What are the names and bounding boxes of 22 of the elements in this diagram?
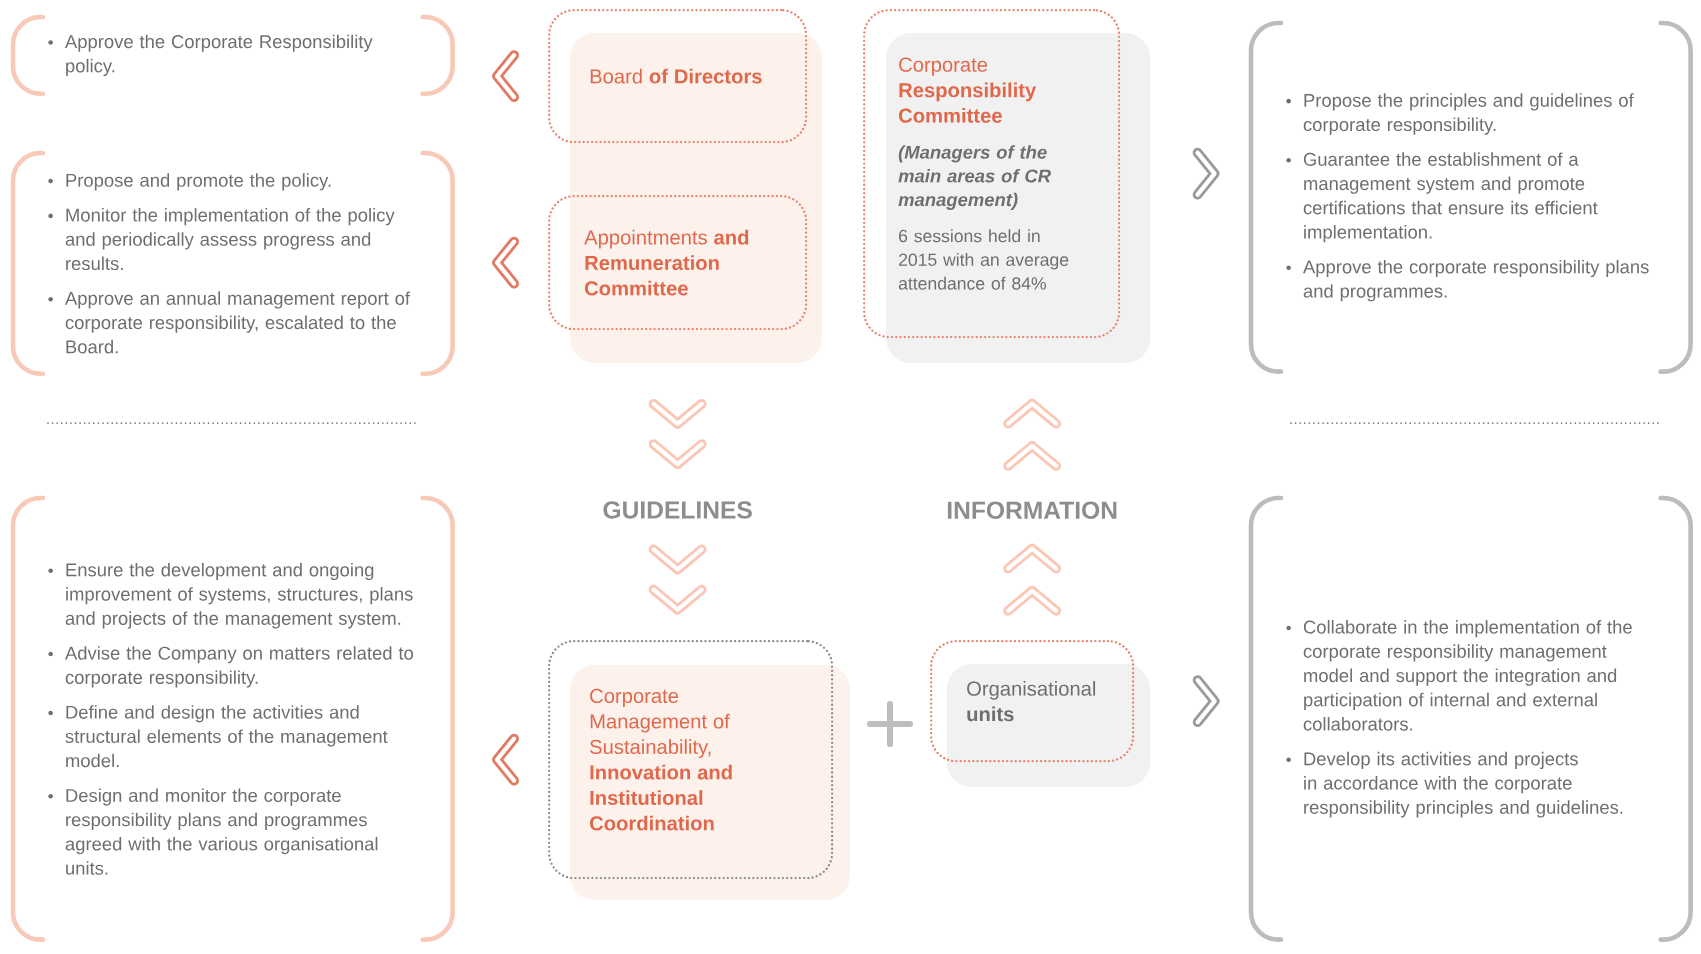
bullet-text: Approve an annual management report of corporate responsibility, escalated to the Board. bbox=[65, 291, 411, 354]
bullet-text: Propose the principles and guidelines of corporate responsibility. bbox=[1303, 93, 1634, 135]
committee-box: Corporate Management of Sustainability, Innovation and Institutional Coordination bbox=[548, 640, 834, 880]
edge-label: INFORMATION bbox=[941, 496, 1124, 525]
chevron-arrow bbox=[648, 398, 707, 615]
committee-box: Appointments and Remuneration Committee bbox=[548, 195, 808, 331]
bullet-text: Develop its activities and projects in accordance with the corporate responsibility principles and guidelines. bbox=[1304, 751, 1623, 818]
bullet-text: Monitor the implementation of the policy and periodically assess progress and results. bbox=[65, 208, 395, 271]
bullet-text: Guarantee the establishment of a management system and promote certifications that ensure its efficient implementation. bbox=[1303, 152, 1598, 243]
committee-box: Organisational units bbox=[930, 640, 1135, 763]
bullet-text: Advise the Company on matters related to corporate responsibility. bbox=[65, 646, 414, 688]
bullet-text: Propose and promote the policy. bbox=[66, 173, 331, 191]
bullet-text: Approve the corporate responsibility plans and programmes. bbox=[1303, 259, 1649, 302]
bullet-text: Ensure the development and ongoing improvement of systems, structures, plans and projects of the management system. bbox=[65, 562, 413, 629]
committee-box: Board of Directors bbox=[548, 9, 808, 144]
committee-box: Corporate Responsibility Committee (Managers of the main areas of CR management) 6 sessions held in 2015 with an average attendance of 84% bbox=[863, 9, 1121, 339]
bullet-text: Collaborate in the implementation of the corporate responsibility management model and support the integration and participation of internal and external collaborators. bbox=[1303, 620, 1632, 731]
bullet-text: Design and monitor the corporate responsibility plans and programmes agreed with the various organisational units. bbox=[65, 788, 378, 875]
bullet-text: Approve the Corporate Responsibility policy. bbox=[65, 34, 373, 77]
edge-label: GUIDELINES bbox=[597, 495, 759, 524]
bullet-text: Define and design the activities and structural elements of the management model. bbox=[65, 705, 388, 768]
chevron-arrow bbox=[1003, 398, 1062, 616]
